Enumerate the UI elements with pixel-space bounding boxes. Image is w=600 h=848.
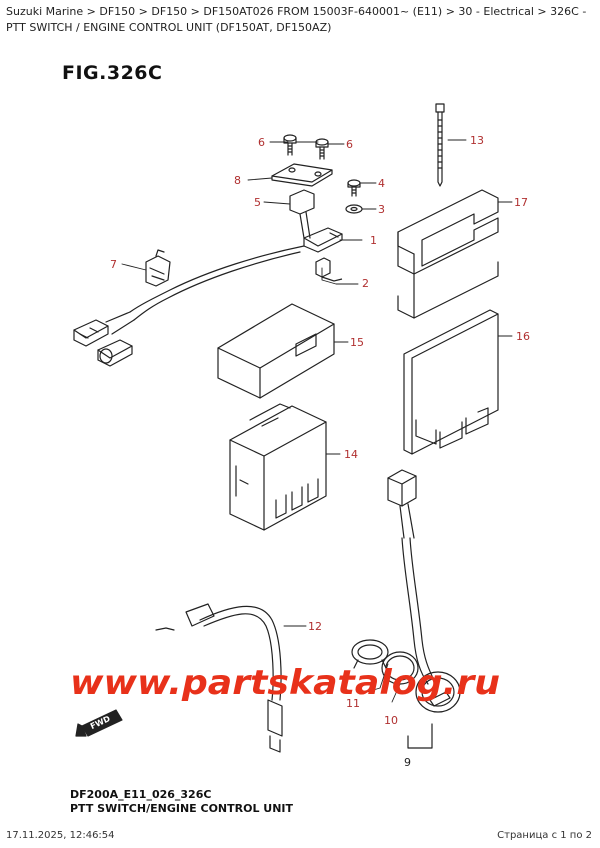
ecu-holder-part-17[interactable]	[397, 189, 499, 319]
module-part-14[interactable]	[229, 403, 327, 531]
figure-caption: PTT SWITCH/ENGINE CONTROL UNIT	[70, 802, 294, 815]
clip-part-11[interactable]	[351, 639, 389, 669]
harness-end-connectors[interactable]	[73, 319, 133, 367]
callout-4: 4	[378, 177, 385, 190]
callout-15: 15	[350, 336, 364, 349]
callout-5: 5	[254, 196, 261, 209]
harness-connector-part-1[interactable]	[303, 227, 343, 253]
ptt-switch-part-5[interactable]	[289, 189, 315, 239]
fwd-arrow	[75, 709, 123, 737]
callout-17: 17	[514, 196, 528, 209]
ptt-switch-body[interactable]	[415, 671, 461, 713]
figure-title: FIG.326C	[62, 62, 163, 84]
callout-2: 2	[362, 277, 369, 290]
figure-code: DF200A_E11_026_326C	[70, 788, 212, 801]
callout-9: 9	[404, 756, 411, 769]
callout-3: 3	[378, 203, 385, 216]
ptt-harness-cable[interactable]	[105, 245, 305, 335]
cover-part-15[interactable]	[217, 303, 335, 399]
breadcrumb: Suzuki Marine > DF150 > DF150 > DF150AT0…	[6, 5, 587, 34]
callout-6a: 6	[258, 136, 265, 149]
screw-part-4[interactable]	[347, 179, 361, 197]
watermark: www.partskatalog.ru	[70, 663, 500, 703]
callout-14: 14	[344, 448, 358, 461]
bracket-part-8[interactable]	[271, 163, 333, 187]
page-indicator: Страница с 1 по 2	[497, 830, 592, 841]
print-timestamp: 17.11.2025, 12:46:54	[6, 830, 115, 841]
callout-7: 7	[110, 258, 117, 271]
clamp-part-7[interactable]	[145, 249, 171, 287]
washer-part-3[interactable]	[345, 204, 363, 214]
callout-11: 11	[346, 697, 360, 710]
callout-8: 8	[234, 174, 241, 187]
callout-12: 12	[308, 620, 322, 633]
leader-lines	[121, 139, 513, 703]
callout-10: 10	[384, 714, 398, 727]
cable-tie-part-13[interactable]	[435, 103, 445, 187]
switch-harness-part-9[interactable]	[387, 469, 435, 749]
callout-13: 13	[470, 134, 484, 147]
callout-1: 1	[370, 234, 377, 247]
screw-part-6a[interactable]	[283, 134, 297, 156]
engine-control-unit-part-16[interactable]	[403, 309, 499, 455]
callout-6b: 6	[346, 138, 353, 151]
sensor-part-2[interactable]	[315, 257, 343, 282]
callout-16: 16	[516, 330, 530, 343]
harness-part-12[interactable]	[155, 603, 283, 753]
